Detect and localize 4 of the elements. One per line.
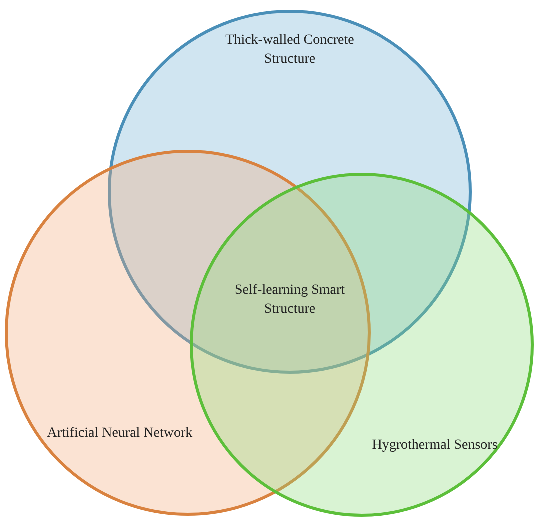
- overlap-label: Self-learning Smart Structure: [234, 282, 346, 319]
- circle-label: Artificial Neural Network: [46, 425, 194, 443]
- circle-label: Hygrothermal Sensors: [371, 437, 499, 455]
- circle-label: Thick-walled Concrete Structure: [224, 32, 356, 69]
